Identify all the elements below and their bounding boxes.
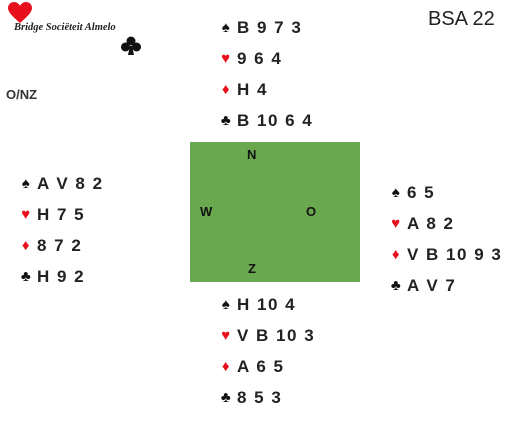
cards: A 6 5 bbox=[237, 356, 285, 376]
suit-row-club: ♣A V 7 bbox=[388, 270, 502, 301]
suit-row-diamond: ♦ V B 10 9 3 bbox=[388, 239, 502, 270]
cards: 9 6 4 bbox=[237, 48, 283, 68]
suit-row-spade: ♠ A V 8 2 bbox=[18, 168, 104, 199]
spade-icon: ♠ bbox=[21, 175, 32, 192]
club-icon: ♣ bbox=[220, 389, 233, 406]
suit-row-spade: ♠ B 9 7 3 bbox=[218, 12, 313, 43]
suit-row-club: ♣H 9 2 bbox=[18, 261, 104, 292]
spade-icon: ♠ bbox=[221, 296, 232, 313]
compass-west: W bbox=[200, 204, 213, 219]
spade-icon: ♠ bbox=[391, 184, 402, 201]
cards: 8 5 3 bbox=[237, 387, 283, 407]
suit-row-club: ♣8 5 3 bbox=[218, 382, 315, 413]
suit-row-spade: ♠ 6 5 bbox=[388, 177, 502, 208]
club-icon: ♣ bbox=[390, 277, 403, 294]
spade-icon: ♠ bbox=[221, 19, 232, 36]
hand-south: ♠H 10 4♥V B 10 3♦A 6 5♣8 5 3 bbox=[218, 289, 315, 413]
suit-row-heart: ♥ A 8 2 bbox=[388, 208, 502, 239]
cards: A V 8 2 bbox=[37, 173, 104, 193]
cards: A 8 2 bbox=[407, 213, 455, 233]
hand-north: ♠B 9 7 3♥9 6 4♦H 4♣B 10 6 4 bbox=[218, 12, 313, 136]
cards: H 9 2 bbox=[37, 266, 86, 286]
diamond-icon: ♦ bbox=[221, 81, 232, 98]
cards: A V 7 bbox=[407, 275, 457, 295]
cards: 6 5 bbox=[407, 182, 436, 202]
compass-south: Z bbox=[248, 261, 256, 276]
hand-east: ♠6 5♥A 8 2♦V B 10 9 3♣A V 7 bbox=[388, 177, 502, 301]
hand-west: ♠A V 8 2♥H 7 5♦8 7 2♣H 9 2 bbox=[18, 168, 104, 292]
cards: H 7 5 bbox=[37, 204, 86, 224]
club-icon: ♣ bbox=[20, 268, 33, 285]
club-icon: ♣ bbox=[220, 112, 233, 129]
cards: B 10 6 4 bbox=[237, 110, 314, 130]
club-logo: Bridge Sociëteit Almelo bbox=[4, 2, 154, 58]
diamond-icon: ♦ bbox=[21, 237, 32, 254]
suit-row-spade: ♠ H 10 4 bbox=[218, 289, 315, 320]
suit-row-heart: ♥ H 7 5 bbox=[18, 199, 104, 230]
cards: 8 7 2 bbox=[37, 235, 83, 255]
cards: H 10 4 bbox=[237, 294, 297, 314]
heart-icon: ♥ bbox=[221, 327, 232, 344]
dealer-vulnerability: O/NZ bbox=[6, 87, 38, 102]
suit-row-diamond: ♦ 8 7 2 bbox=[18, 230, 104, 261]
compass-north: N bbox=[247, 147, 257, 162]
heart-icon: ♥ bbox=[391, 215, 402, 232]
board-number: BSA 22 bbox=[428, 8, 495, 30]
heart-icon: ♥ bbox=[21, 206, 32, 223]
heart-icon bbox=[8, 2, 32, 23]
diamond-icon: ♦ bbox=[221, 358, 232, 375]
suit-row-diamond: ♦ H 4 bbox=[218, 74, 313, 105]
heart-icon: ♥ bbox=[221, 50, 232, 67]
club-icon bbox=[121, 36, 141, 55]
suit-row-heart: ♥ 9 6 4 bbox=[218, 43, 313, 74]
cards: V B 10 3 bbox=[237, 325, 316, 345]
bridge-table: N W O Z bbox=[190, 142, 360, 282]
diamond-icon: ♦ bbox=[391, 246, 402, 263]
suit-row-diamond: ♦ A 6 5 bbox=[218, 351, 315, 382]
cards: B 9 7 3 bbox=[237, 17, 303, 37]
cards: V B 10 9 3 bbox=[407, 244, 503, 264]
logo-text: Bridge Sociëteit Almelo bbox=[14, 22, 116, 33]
compass-east: O bbox=[306, 204, 317, 219]
suit-row-club: ♣B 10 6 4 bbox=[218, 105, 313, 136]
cards: H 4 bbox=[237, 79, 268, 99]
suit-row-heart: ♥ V B 10 3 bbox=[218, 320, 315, 351]
